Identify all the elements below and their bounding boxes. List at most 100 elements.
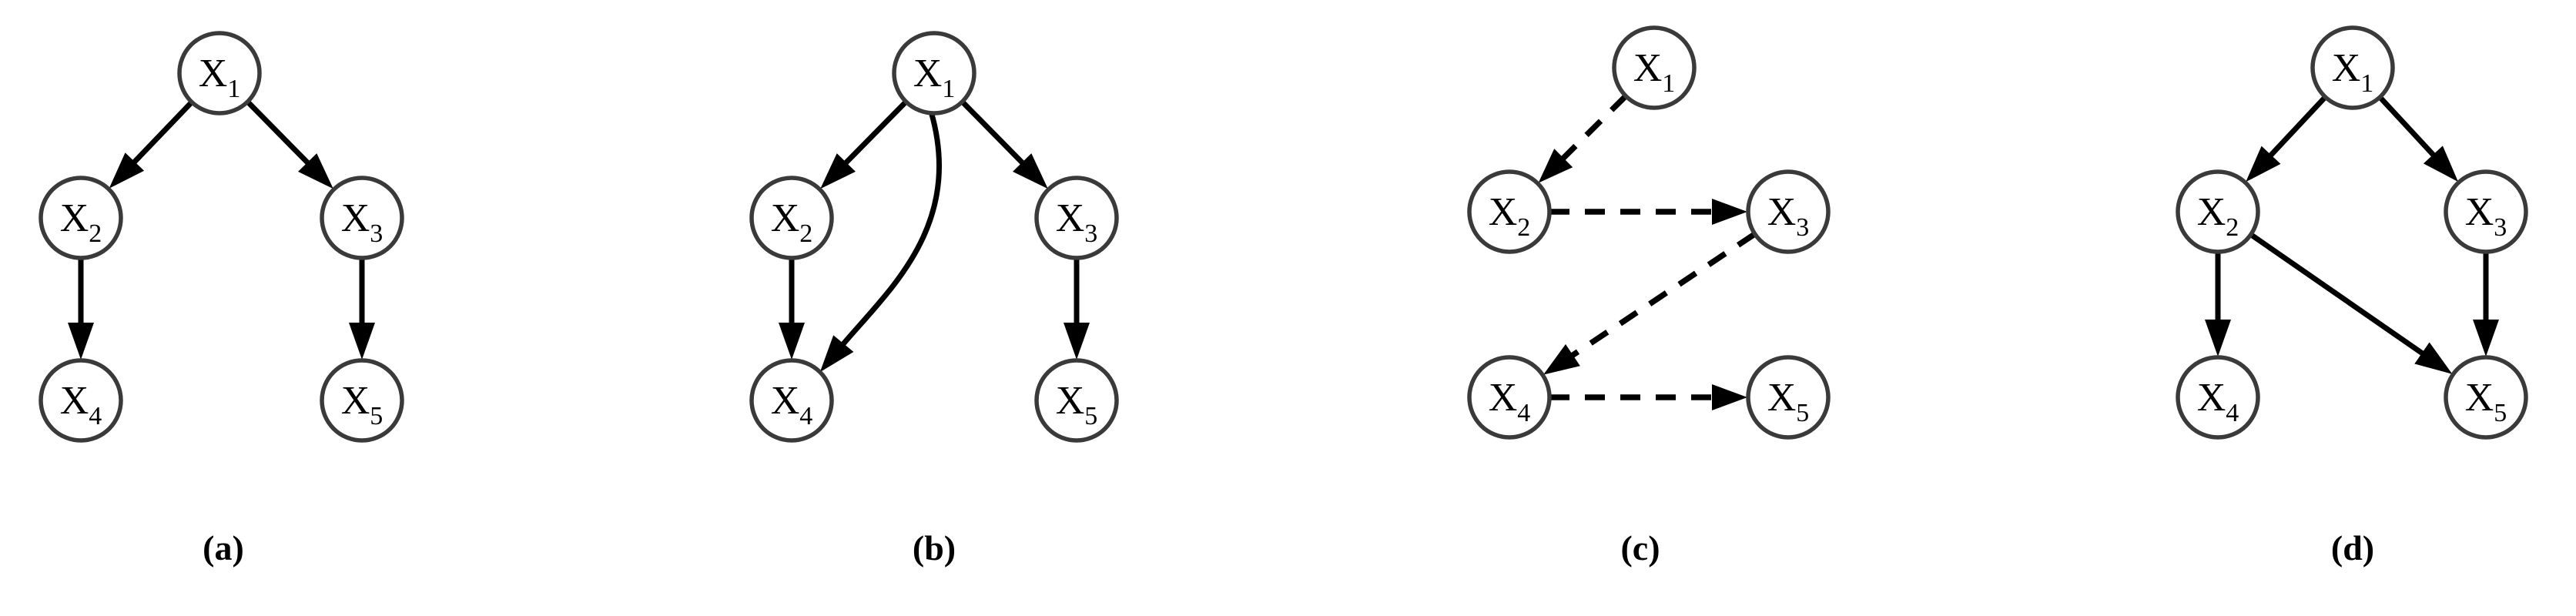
edge-b-X1-to-X4 xyxy=(836,111,942,351)
caption-panel-a: (a) xyxy=(203,528,244,567)
edge-c-X4-to-X5-arrowhead xyxy=(1712,384,1747,410)
node-a-X5[interactable]: X5 xyxy=(320,358,404,443)
node-circle-d-X4 xyxy=(2176,355,2260,440)
node-c-X3[interactable]: X3 xyxy=(1746,169,1831,254)
node-a-X1[interactable]: X1 xyxy=(177,31,262,116)
node-label-c-X5: X5 xyxy=(1767,376,1810,427)
node-subscript-b-X2: 2 xyxy=(799,219,812,248)
node-c-X1[interactable]: X1 xyxy=(1612,25,1697,110)
edge-b-X1-to-X3-arrowhead xyxy=(1013,153,1048,189)
panel-b-edges xyxy=(779,99,1090,373)
node-circle-b-X4 xyxy=(749,358,834,443)
node-circle-d-X2 xyxy=(2176,169,2260,254)
node-circle-d-X5 xyxy=(2444,355,2528,440)
edge-b-X1-to-X3 xyxy=(960,99,1030,170)
node-d-X4[interactable]: X4 xyxy=(2176,355,2260,440)
node-subscript-a-X4: 4 xyxy=(89,402,102,430)
node-b-X2[interactable]: X2 xyxy=(749,176,834,260)
edge-d-X1-to-X3 xyxy=(2377,95,2440,162)
node-circle-b-X1 xyxy=(892,31,976,116)
edge-a-X1-to-X3-arrowhead xyxy=(298,153,333,189)
edge-b-X1-to-X2 xyxy=(839,99,909,170)
node-subscript-a-X5: 5 xyxy=(370,402,383,430)
node-circle-a-X1 xyxy=(177,31,262,116)
node-circle-d-X1 xyxy=(2310,25,2395,110)
node-circle-a-X4 xyxy=(39,358,123,443)
node-c-X5[interactable]: X5 xyxy=(1746,355,1831,440)
node-circle-a-X2 xyxy=(39,176,123,260)
node-subscript-b-X3: 3 xyxy=(1084,219,1097,248)
node-a-X2[interactable]: X2 xyxy=(39,176,123,260)
edge-c-X1-to-X2-arrowhead xyxy=(1538,149,1573,183)
node-circle-a-X5 xyxy=(320,358,404,443)
node-c-X4[interactable]: X4 xyxy=(1467,355,1552,440)
node-circle-b-X3 xyxy=(1034,176,1119,260)
caption-panel-d: (d) xyxy=(2330,528,2375,567)
node-label-a-X3: X3 xyxy=(341,196,384,248)
node-subscript-d-X5: 5 xyxy=(2494,399,2507,427)
node-subscript-a-X2: 2 xyxy=(89,219,102,248)
node-label-b-X2: X2 xyxy=(771,196,813,248)
edge-d-X2-to-X5-arrowhead xyxy=(2414,342,2453,374)
edge-a-X3-to-X5-arrowhead xyxy=(349,323,375,360)
node-b-X3[interactable]: X3 xyxy=(1034,176,1119,260)
edge-b-X2-to-X4-arrowhead xyxy=(779,323,805,360)
node-circle-c-X4 xyxy=(1467,355,1552,440)
node-subscript-a-X1: 1 xyxy=(227,75,240,103)
edge-c-X3-to-X4-arrowhead xyxy=(1543,343,1580,375)
node-subscript-c-X1: 1 xyxy=(1662,69,1675,98)
node-circle-a-X3 xyxy=(320,176,404,260)
edge-b-X3-to-X5-arrowhead xyxy=(1064,323,1090,360)
edge-d-X1-to-X2 xyxy=(2263,95,2328,162)
edge-c-X3-to-X4 xyxy=(1565,231,1757,362)
edge-a-X1-to-X3 xyxy=(245,99,315,170)
edge-b-X1-to-X2-arrowhead xyxy=(820,153,856,189)
node-d-X3[interactable]: X3 xyxy=(2444,169,2528,254)
node-circle-c-X5 xyxy=(1746,355,1831,440)
node-circle-c-X1 xyxy=(1612,25,1697,110)
panel-d-edges xyxy=(2205,95,2499,374)
panel-c-edges xyxy=(1538,94,1757,410)
caption-panel-c: (c) xyxy=(1620,528,1660,567)
edge-a-X2-to-X4-arrowhead xyxy=(68,323,94,360)
node-subscript-c-X4: 4 xyxy=(1517,399,1530,427)
node-d-X5[interactable]: X5 xyxy=(2444,355,2528,440)
node-label-d-X1: X1 xyxy=(2332,46,2374,98)
node-subscript-b-X1: 1 xyxy=(942,75,955,103)
edge-d-X1-to-X2-arrowhead xyxy=(2246,146,2281,182)
edge-d-X1-to-X3-arrowhead xyxy=(2423,146,2459,182)
node-b-X4[interactable]: X4 xyxy=(749,358,834,443)
node-a-X4[interactable]: X4 xyxy=(39,358,123,443)
node-b-X1[interactable]: X1 xyxy=(892,31,976,116)
node-subscript-c-X3: 3 xyxy=(1796,213,1809,242)
node-a-X3[interactable]: X3 xyxy=(320,176,404,260)
node-d-X1[interactable]: X1 xyxy=(2310,25,2395,110)
node-subscript-d-X1: 1 xyxy=(2360,69,2373,98)
node-subscript-c-X5: 5 xyxy=(1796,399,1809,427)
node-c-X2[interactable]: X2 xyxy=(1467,169,1552,254)
edge-c-X2-to-X3-arrowhead xyxy=(1712,199,1747,225)
node-b-X5[interactable]: X5 xyxy=(1034,358,1119,443)
node-circle-b-X5 xyxy=(1034,358,1119,443)
edge-a-X1-to-X2 xyxy=(127,100,194,169)
edge-b-X1-to-X4-arrowhead xyxy=(819,335,854,373)
node-label-c-X1: X1 xyxy=(1633,46,1676,98)
edge-d-X3-to-X5-arrowhead xyxy=(2473,320,2499,357)
edge-c-X1-to-X2 xyxy=(1556,94,1628,166)
node-d-X2[interactable]: X2 xyxy=(2176,169,2260,254)
node-subscript-a-X3: 3 xyxy=(370,219,383,248)
node-subscript-d-X3: 3 xyxy=(2494,213,2507,242)
panel-a-edges xyxy=(68,99,375,360)
edge-d-X2-to-X4-arrowhead xyxy=(2205,320,2231,357)
node-subscript-d-X2: 2 xyxy=(2226,213,2239,242)
node-subscript-b-X5: 5 xyxy=(1084,402,1097,430)
node-subscript-c-X2: 2 xyxy=(1517,213,1530,242)
node-circle-c-X2 xyxy=(1467,169,1552,254)
node-subscript-d-X4: 4 xyxy=(2226,399,2239,427)
edge-d-X2-to-X5 xyxy=(2249,232,2430,360)
